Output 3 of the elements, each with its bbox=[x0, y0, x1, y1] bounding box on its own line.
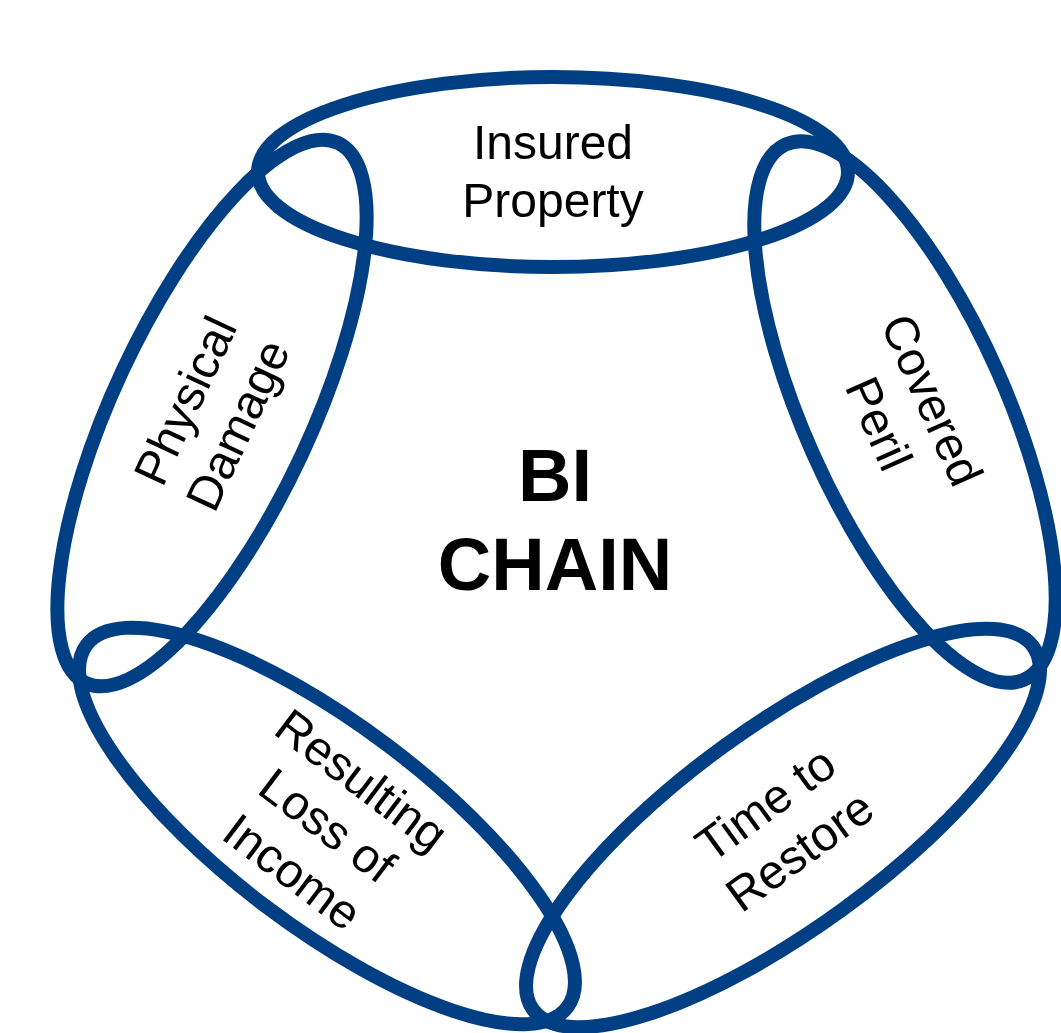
center-title: BI CHAIN bbox=[436, 433, 674, 608]
link-label: Insured Property bbox=[461, 115, 645, 229]
chain-link-ellipse bbox=[251, 70, 855, 274]
